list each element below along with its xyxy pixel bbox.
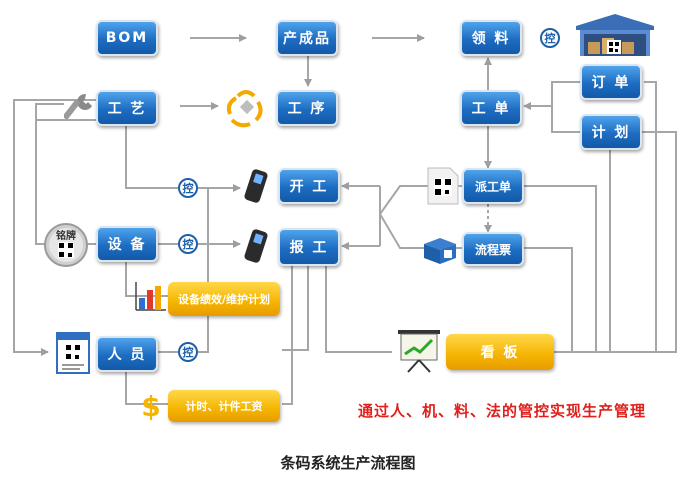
scanner-icon-report <box>244 229 268 263</box>
piece-wage-node[interactable]: 计时、计件工资 <box>168 390 280 422</box>
scanner-icon-start <box>244 169 268 203</box>
kanban-node[interactable]: 看 板 <box>446 334 554 370</box>
wrench-icon <box>64 93 92 120</box>
flow-ticket-node[interactable]: 流程票 <box>462 232 524 266</box>
qr-document-icon <box>427 167 459 205</box>
control-badge-equipment: 控 <box>178 234 198 254</box>
presentation-board-icon <box>398 330 440 373</box>
id-card-icon <box>56 332 90 374</box>
diagram-caption: 条码系统生产流程图 <box>280 454 416 472</box>
process-craft-node[interactable]: 工 艺 <box>96 90 158 126</box>
equipment-node[interactable]: 设 备 <box>96 226 158 262</box>
warehouse-icon <box>576 14 654 56</box>
product-node[interactable]: 产成品 <box>276 20 338 56</box>
start-work-node[interactable]: 开 工 <box>278 168 340 204</box>
slogan-text: 通过人、机、料、法的管控实现生产管理 <box>358 402 647 420</box>
crate-icon <box>424 238 456 264</box>
sales-order-node[interactable]: 订 单 <box>580 64 642 100</box>
control-badge-staff: 控 <box>178 342 198 362</box>
plan-node[interactable]: 计 划 <box>580 114 642 150</box>
equipment-perf-node[interactable]: 设备绩效/维护计划 <box>168 282 280 316</box>
nameplate-badge-icon: 铭牌 <box>44 223 88 267</box>
cycle-arrows-icon <box>226 90 263 128</box>
report-work-node[interactable]: 报 工 <box>278 228 340 266</box>
dispatch-node[interactable]: 派工单 <box>462 168 524 204</box>
svg-text:$: $ <box>141 390 160 422</box>
material-node[interactable]: 领 料 <box>460 20 522 56</box>
svg-text:铭牌: 铭牌 <box>56 229 76 242</box>
control-badge-start: 控 <box>178 178 198 198</box>
dollar-icon: $ <box>141 390 160 422</box>
bar-chart-icon <box>135 282 166 311</box>
work-order-node[interactable]: 工 单 <box>460 90 522 126</box>
bom-node[interactable]: BOM <box>96 20 158 56</box>
control-badge-material: 控 <box>540 28 560 48</box>
process-step-node[interactable]: 工 序 <box>276 90 338 126</box>
staff-node[interactable]: 人 员 <box>96 336 158 372</box>
